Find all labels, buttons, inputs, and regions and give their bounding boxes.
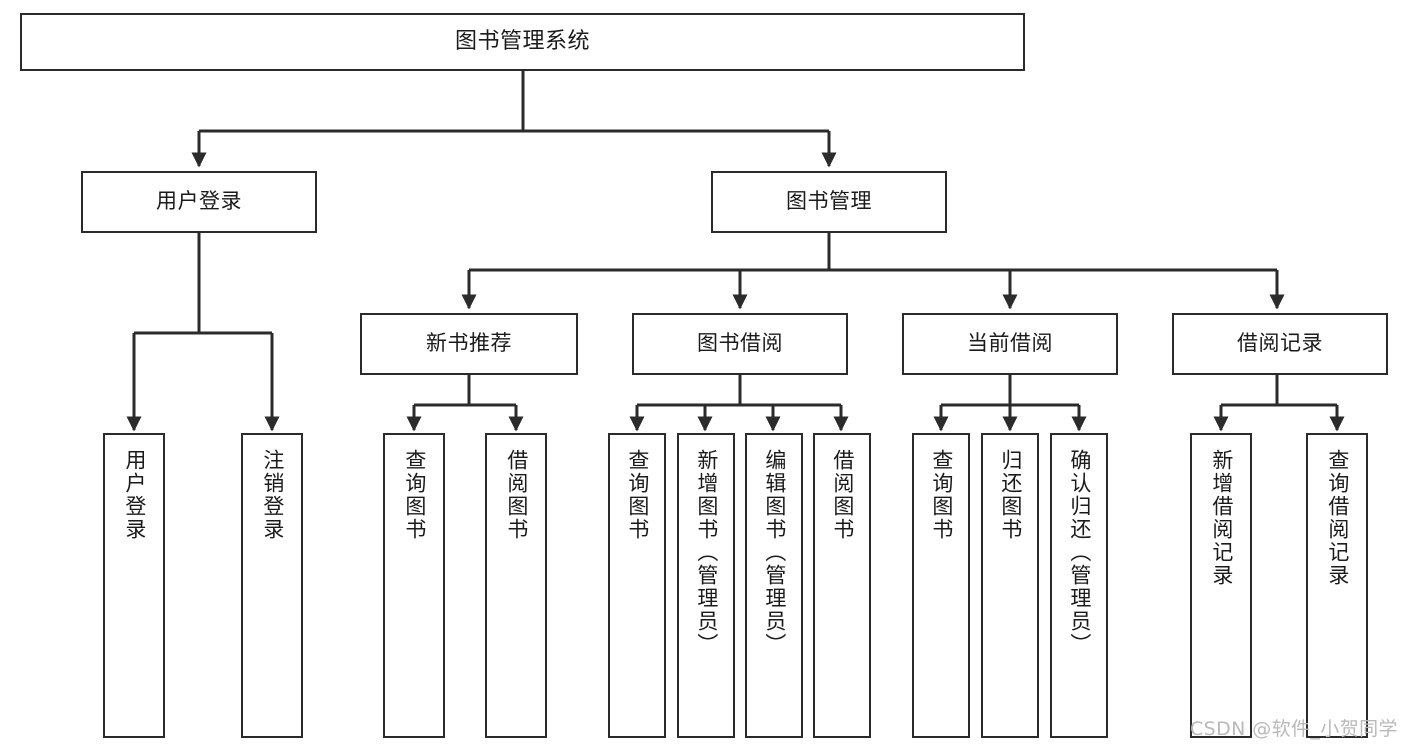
node-label: 归还图书 [998,449,1023,541]
node-label: 用户登录 [122,449,147,541]
node-user-login[interactable]: 用户登录 [81,171,317,233]
node-current-borrow[interactable]: 当前借阅 [902,313,1118,375]
leaf-book-borrow-add-admin[interactable]: 新增图书（管理员） [677,433,735,738]
csdn-watermark: CSDN @软件_小贺同学 [1190,718,1398,740]
node-label: 借阅图书 [830,449,855,541]
node-label: 查询借阅记录 [1325,449,1350,587]
node-label: 注销登录 [260,449,285,541]
leaf-new-book-borrow[interactable]: 借阅图书 [485,433,547,738]
leaf-book-borrow-edit-admin[interactable]: 编辑图书（管理员） [745,433,803,738]
node-label: 查询图书 [402,449,427,541]
leaf-current-borrow-query[interactable]: 查询图书 [912,433,970,738]
node-label: 新增图书（管理员） [694,449,719,656]
leaf-borrow-record-add[interactable]: 新增借阅记录 [1190,433,1252,738]
node-label: 新增借阅记录 [1209,449,1234,587]
node-label: 图书管理 [786,189,872,214]
node-label: 查询图书 [929,449,954,541]
node-new-book-recommend[interactable]: 新书推荐 [360,313,578,375]
node-label: 查询图书 [625,449,650,541]
node-label: 确认归还（管理员） [1067,449,1092,656]
leaf-book-borrow-query[interactable]: 查询图书 [608,433,666,738]
leaf-new-book-query[interactable]: 查询图书 [383,433,445,738]
node-label: 用户登录 [156,189,242,214]
leaf-current-borrow-confirm-admin[interactable]: 确认归还（管理员） [1050,433,1108,738]
node-label: 借阅记录 [1237,331,1323,356]
node-label: 编辑图书（管理员） [762,449,787,656]
leaf-user-login-signout[interactable]: 注销登录 [241,433,303,738]
node-label: 新书推荐 [426,331,512,356]
node-label: 图书借阅 [697,331,783,356]
node-book-management[interactable]: 图书管理 [711,171,947,233]
node-borrow-record[interactable]: 借阅记录 [1172,313,1388,375]
leaf-user-login-signin[interactable]: 用户登录 [103,433,165,738]
node-root-system[interactable]: 图书管理系统 [20,13,1025,71]
leaf-book-borrow-borrow[interactable]: 借阅图书 [813,433,871,738]
leaf-current-borrow-return[interactable]: 归还图书 [981,433,1039,738]
node-label: 图书管理系统 [454,28,590,54]
node-label: 借阅图书 [504,449,529,541]
node-label: 当前借阅 [967,331,1053,356]
leaf-borrow-record-query[interactable]: 查询借阅记录 [1306,433,1368,738]
node-book-borrow[interactable]: 图书借阅 [632,313,848,375]
